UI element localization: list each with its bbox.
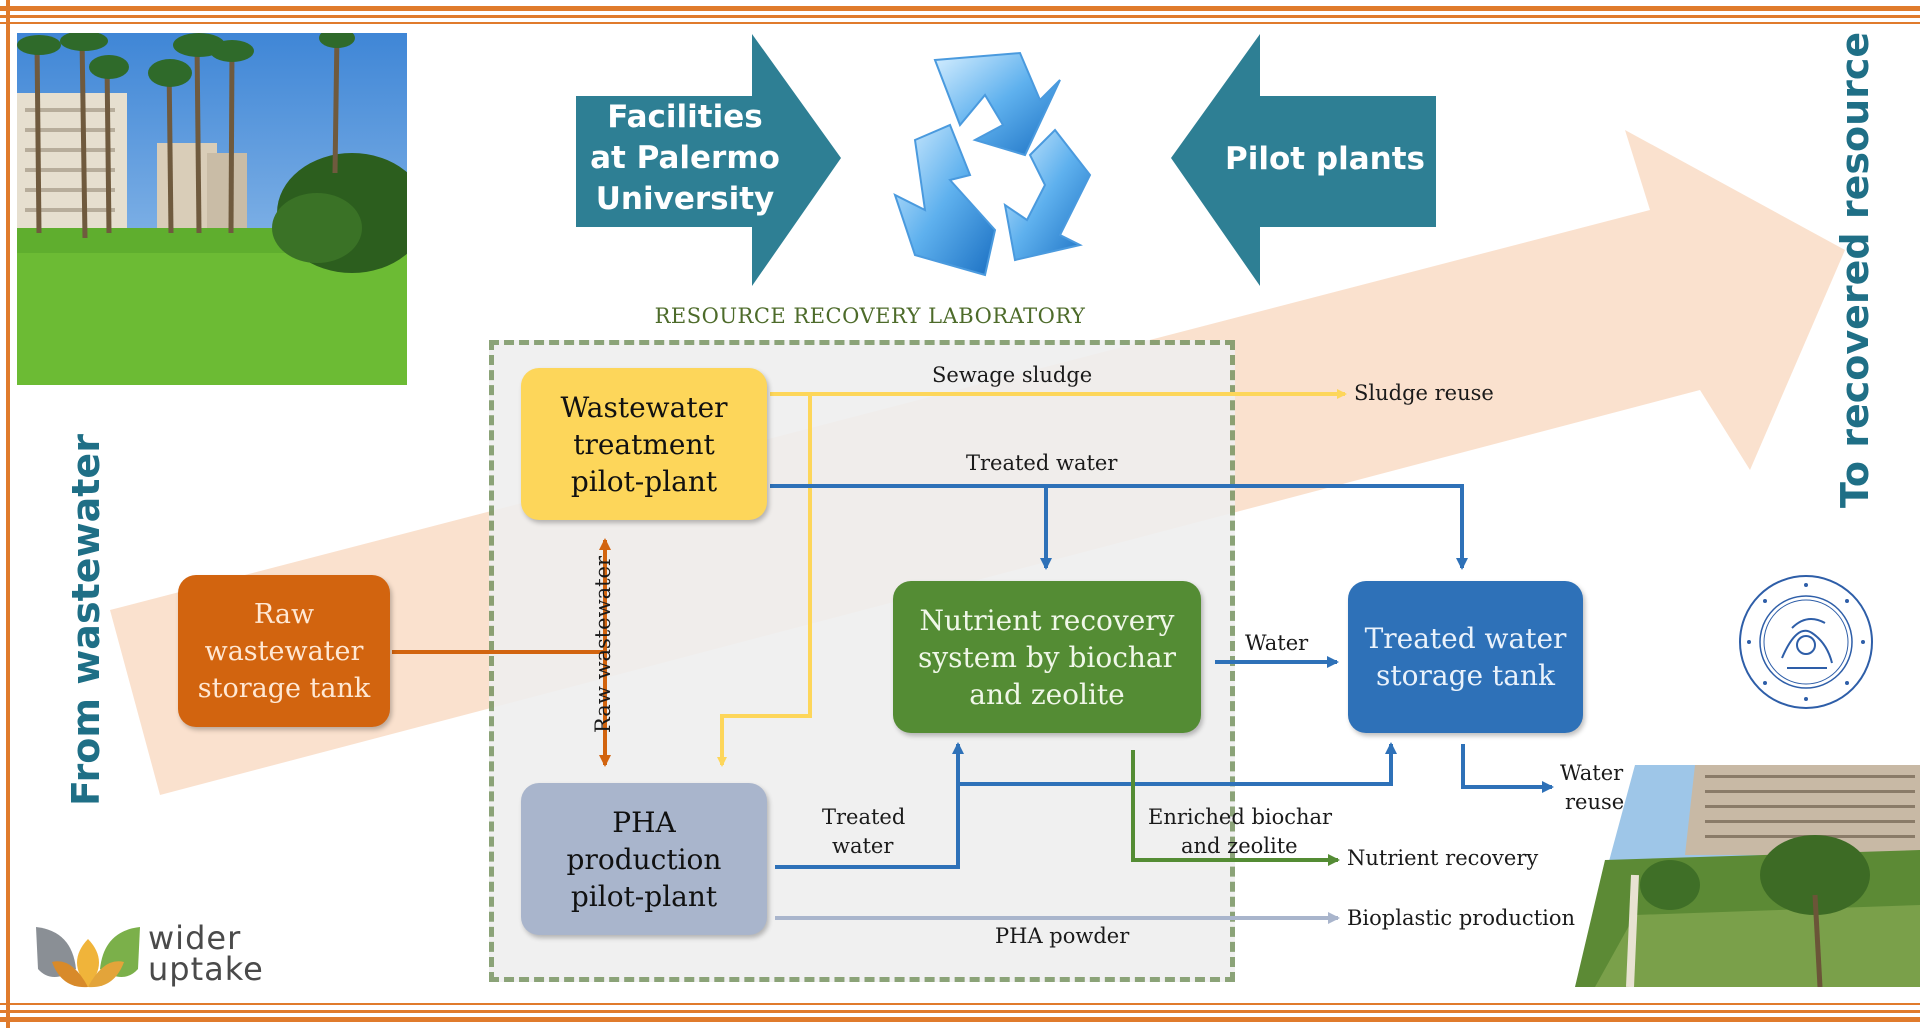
water-reuse-label-2: reuse bbox=[1565, 790, 1625, 814]
sludge-to-pha-line bbox=[717, 394, 812, 767]
pilot-plants-label: Pilot plants bbox=[1225, 141, 1425, 177]
lab-title: RESOURCE RECOVERY LABORATORY bbox=[654, 304, 1086, 328]
nutrient-recovery-label: Nutrient recovery bbox=[1347, 846, 1539, 870]
treated-water-label: Treated water bbox=[966, 451, 1118, 475]
treated-water-top-line bbox=[770, 484, 1468, 570]
from-wastewater-label: From wastewater bbox=[64, 434, 108, 806]
logo-text-line1: wider bbox=[148, 919, 242, 957]
pha-production-label: PHA production pilot-plant bbox=[566, 805, 722, 913]
nutrient-recovery-system: Nutrient recovery system by biochar and … bbox=[893, 581, 1201, 733]
to-treated-tank-line bbox=[958, 742, 1397, 786]
bottom-border-thin bbox=[0, 1010, 1920, 1013]
pha-treated-water-label-1: Treated bbox=[822, 805, 906, 829]
bottom-border-thick bbox=[0, 1017, 1920, 1022]
wastewater-treatment-pilot-plant: Wastewater treatment pilot-plant bbox=[521, 368, 767, 520]
raw-wastewater-tank: Raw wastewater storage tank bbox=[178, 575, 390, 727]
water-reuse-label-1: Water bbox=[1560, 761, 1624, 785]
raw-wastewater-label: Raw wastewater bbox=[591, 555, 615, 733]
pha-treated-water-label-2: water bbox=[832, 834, 894, 858]
pha-powder-label: PHA powder bbox=[995, 924, 1130, 948]
sewage-sludge-label: Sewage sludge bbox=[932, 363, 1093, 387]
recycle-icon bbox=[893, 51, 1092, 277]
pha-production-pilot-plant: PHA production pilot-plant bbox=[521, 783, 767, 935]
arrow-left-teal bbox=[576, 34, 841, 286]
top-border-thin bbox=[0, 15, 1920, 18]
logo-text-line2: uptake bbox=[148, 950, 264, 988]
bottom-border-inner bbox=[0, 1003, 1920, 1005]
nutrient-recovery-line bbox=[1131, 750, 1340, 866]
top-border-thick bbox=[0, 6, 1920, 11]
nutrient-recovery-system-label: Nutrient recovery system by biochar and … bbox=[917, 603, 1176, 711]
left-border bbox=[6, 0, 10, 1028]
site-photo bbox=[1575, 765, 1920, 987]
water-reuse-line bbox=[1461, 744, 1554, 793]
enriched-biochar-label-2: and zeolite bbox=[1181, 834, 1298, 858]
water-label: Water bbox=[1245, 631, 1309, 655]
enriched-biochar-label-1: Enriched biochar bbox=[1148, 805, 1333, 829]
arrow-right-teal bbox=[1171, 34, 1436, 286]
to-recovered-resource-label: To recovered resource bbox=[1833, 31, 1877, 508]
facilities-label: Facilities at Palermo University bbox=[590, 99, 780, 217]
raw-wastewater-tank-label: Raw wastewater storage tank bbox=[197, 598, 371, 704]
wastewater-treatment-label: Wastewater treatment pilot-plant bbox=[560, 390, 728, 498]
treated-water-tank-label: Treated water storage tank bbox=[1364, 622, 1567, 692]
campus-photo bbox=[17, 33, 407, 385]
bioplastic-label: Bioplastic production bbox=[1347, 906, 1576, 930]
top-border-inner bbox=[0, 22, 1920, 24]
wider-uptake-logo-icon bbox=[36, 927, 140, 988]
university-seal-icon bbox=[1739, 575, 1873, 709]
treated-water-storage-tank: Treated water storage tank bbox=[1348, 581, 1583, 733]
sludge-reuse-label: Sludge reuse bbox=[1354, 381, 1494, 405]
